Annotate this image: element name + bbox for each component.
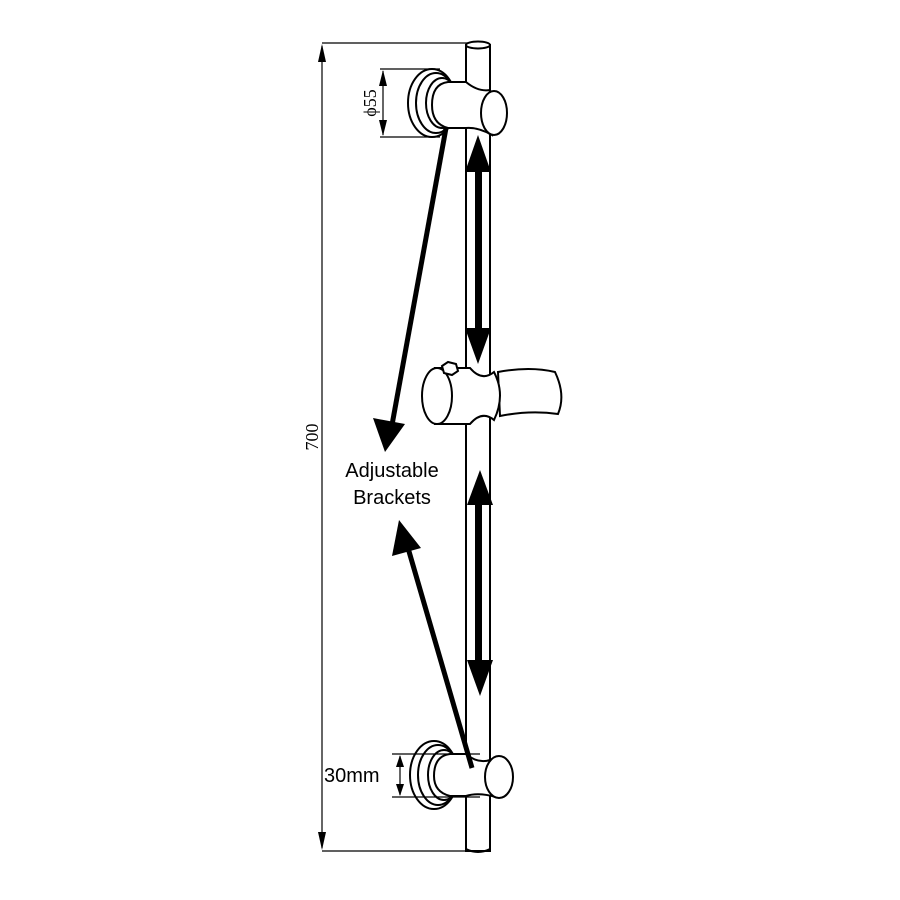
top-wall-bracket	[407, 68, 508, 138]
callout-arrow-top	[373, 127, 449, 452]
bracket-offset-label: 30mm	[324, 765, 380, 787]
callout-arrow-bottom	[392, 520, 475, 769]
overall-length-dimension: 700	[302, 42, 478, 852]
slider-holder	[421, 360, 563, 425]
upper-slide-arrow	[465, 135, 491, 364]
callout-line1: Adjustable	[345, 460, 438, 482]
bracket-diameter-dimension: ϕ55	[360, 68, 440, 138]
overall-length-label: 700	[302, 424, 322, 451]
bottom-wall-bracket	[409, 740, 514, 810]
lower-slide-arrow	[467, 470, 493, 696]
bracket-diameter-label: ϕ55	[360, 89, 380, 116]
callout-line2: Brackets	[353, 487, 431, 509]
